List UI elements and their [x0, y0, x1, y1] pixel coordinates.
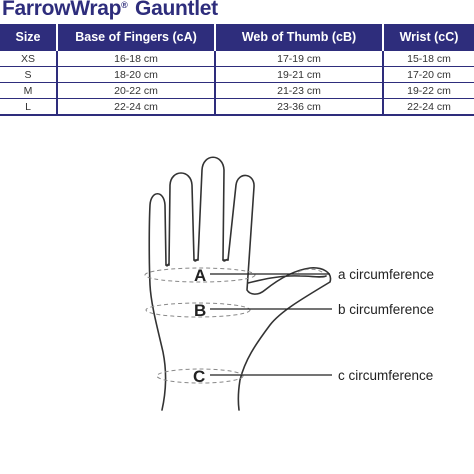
table-row: M 20-22 cm 21-23 cm 19-22 cm: [0, 82, 474, 99]
thumb-web-band: [297, 268, 326, 275]
label-b-circumference: b circumference: [338, 302, 434, 317]
base-of-fingers-cell: 18-20 cm: [56, 66, 215, 83]
web-of-thumb-cell: 17-19 cm: [214, 50, 383, 67]
web-of-thumb-cell: 21-23 cm: [214, 82, 383, 99]
marker-c: C: [193, 367, 205, 386]
hand-measurement-diagram: A B C a circumference b circumference c …: [144, 156, 434, 411]
base-of-fingers-cell: 20-22 cm: [56, 82, 215, 99]
web-of-thumb-cell: 23-36 cm: [214, 98, 383, 116]
circumference-band-a: [144, 267, 256, 283]
brand-name: FarrowWrap: [2, 0, 122, 20]
marker-a: A: [194, 266, 206, 285]
wrist-cell: 19-22 cm: [382, 82, 474, 99]
label-c-circumference: c circumference: [338, 368, 433, 383]
table-row: L 22-24 cm 23-36 cm 22-24 cm: [0, 98, 474, 116]
page-title: FarrowWrap® Gauntlet: [2, 0, 218, 21]
size-cell: XS: [0, 50, 57, 67]
header-web-of-thumb: Web of Thumb (cB): [214, 24, 383, 51]
label-a-circumference: a circumference: [338, 267, 434, 282]
marker-b: B: [194, 301, 206, 320]
measurement-bands: [144, 267, 326, 384]
circumference-band-c: [156, 368, 244, 384]
size-chart-table: Size Base of Fingers (cA) Web of Thumb (…: [0, 24, 474, 116]
wrist-cell: 15-18 cm: [382, 50, 474, 67]
base-of-fingers-cell: 16-18 cm: [56, 50, 215, 67]
header-size: Size: [0, 24, 57, 51]
registered-mark: ®: [121, 0, 128, 10]
product-name: Gauntlet: [135, 0, 218, 20]
base-of-fingers-cell: 22-24 cm: [56, 98, 215, 116]
size-cell: L: [0, 98, 57, 116]
size-cell: S: [0, 66, 57, 83]
table-header-row: Size Base of Fingers (cA) Web of Thumb (…: [0, 24, 474, 51]
size-cell: M: [0, 82, 57, 99]
header-wrist: Wrist (cC): [382, 24, 474, 51]
wrist-cell: 17-20 cm: [382, 66, 474, 83]
table-row: XS 16-18 cm 17-19 cm 15-18 cm: [0, 50, 474, 67]
wrist-cell: 22-24 cm: [382, 98, 474, 116]
table-row: S 18-20 cm 19-21 cm 17-20 cm: [0, 66, 474, 83]
web-of-thumb-cell: 19-21 cm: [214, 66, 383, 83]
header-base-of-fingers: Base of Fingers (cA): [56, 24, 215, 51]
leader-lines: [210, 273, 332, 376]
hand-outline: [148, 156, 332, 411]
circumference-band-b: [145, 302, 251, 318]
